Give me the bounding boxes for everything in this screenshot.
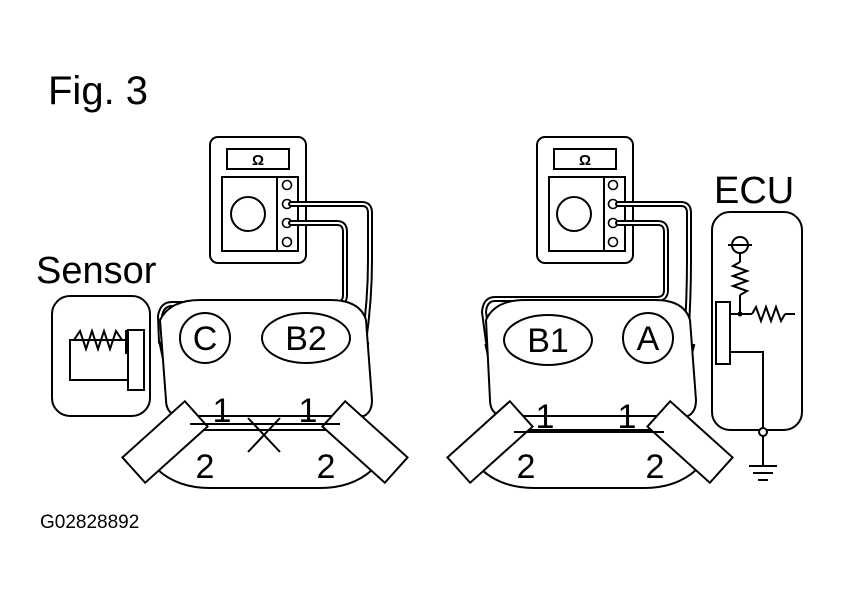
- right-pin-2-left: 2: [517, 448, 536, 486]
- left-label-b2: [261, 312, 351, 364]
- ecu-label: ECU: [714, 170, 794, 212]
- label-b1: B1: [527, 322, 569, 360]
- right-ohm-symbol: Ω: [579, 152, 591, 169]
- left-pin-1-right: 1: [299, 392, 318, 430]
- sensor-box: [51, 295, 151, 417]
- right-label-a: [622, 312, 674, 364]
- right-label-b1: [503, 314, 593, 366]
- right-pin-2-right: 2: [646, 448, 665, 486]
- left-label-c: [179, 312, 231, 364]
- ecu-box: [711, 211, 803, 481]
- figure-label: Fig. 3: [48, 69, 148, 113]
- left-pin-2-right: 2: [317, 448, 336, 486]
- label-c: C: [193, 320, 218, 358]
- left-pin-1-left: 1: [213, 392, 232, 430]
- sensor-label: Sensor: [36, 250, 157, 292]
- right-pin-1-left: 1: [536, 398, 555, 436]
- left-connector: [121, 299, 409, 489]
- right-pin-1-right: 1: [618, 398, 637, 436]
- left-pin-2-left: 2: [196, 448, 215, 486]
- left-ohm-symbol: Ω: [252, 152, 264, 169]
- right-ohmmeter: [536, 136, 634, 264]
- label-b2: B2: [285, 320, 327, 358]
- figure-code: G02828892: [40, 512, 139, 533]
- right-connector: [446, 299, 734, 489]
- label-a: A: [637, 320, 660, 358]
